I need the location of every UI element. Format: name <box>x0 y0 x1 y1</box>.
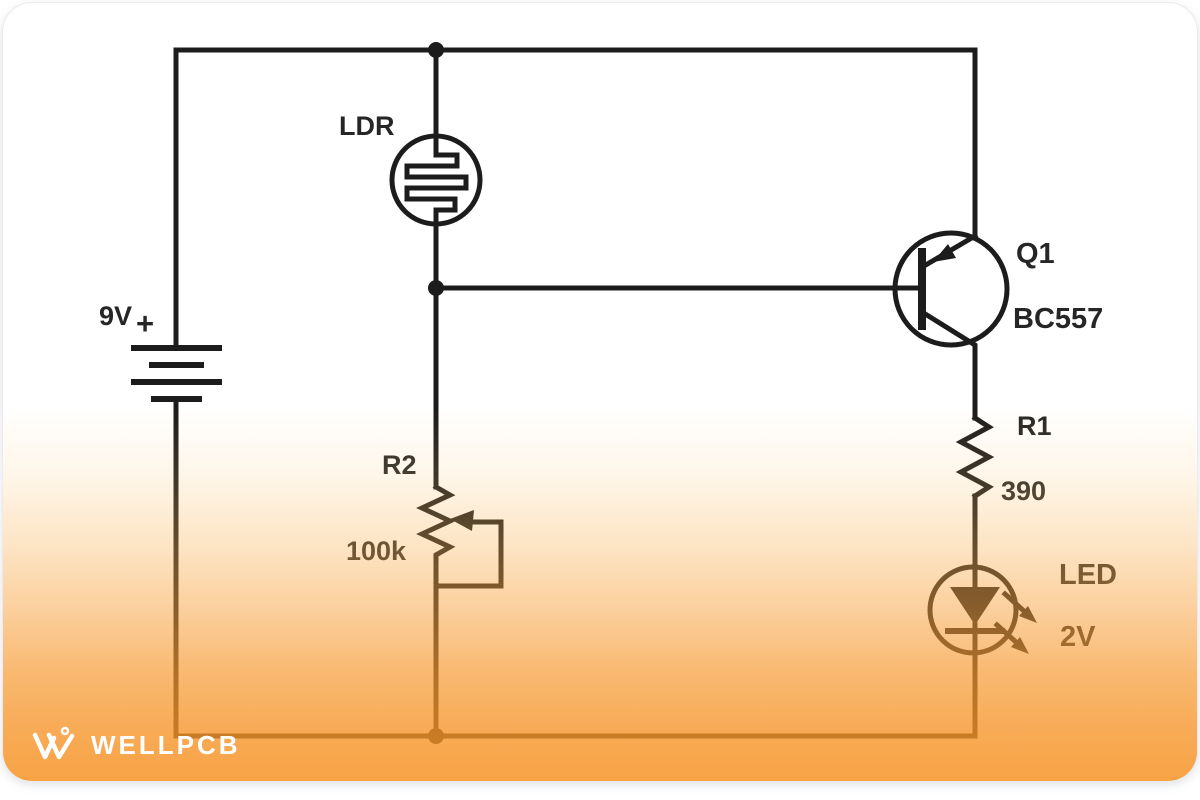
resistor-r1-symbol <box>955 414 995 500</box>
ldr-label: LDR <box>339 111 395 141</box>
led-name-label: LED <box>1059 559 1117 591</box>
r1-value-label: 390 <box>1001 476 1047 506</box>
watermark: WELLPCB <box>29 725 241 765</box>
transistor-q1-symbol <box>892 230 1010 421</box>
battery-symbol <box>131 345 222 402</box>
battery-voltage-label: 9V <box>99 301 133 331</box>
schematic-stage: 9V + LDR R2 100k Q1 BC557 R1 390 LED 2V … <box>3 3 1197 781</box>
wire-top-rail <box>173 47 978 239</box>
r1-name-label: R1 <box>1017 411 1052 441</box>
wellpcb-wordmark: WELLPCB <box>91 729 241 760</box>
circuit-drawing <box>131 42 1037 744</box>
led-symbol <box>927 564 1037 656</box>
r2-value-label: 100k <box>346 536 407 566</box>
q1-name-label: Q1 <box>1016 238 1055 270</box>
led-emission-arrows <box>993 590 1037 654</box>
q1-part-label: BC557 <box>1013 303 1104 335</box>
r2-name-label: R2 <box>382 450 417 480</box>
wire-bottom-rail <box>173 396 978 739</box>
potentiometer-r2-symbol <box>416 483 504 739</box>
ldr-symbol <box>389 133 483 227</box>
wellpcb-logo-icon <box>32 726 75 760</box>
schematic-card: 9V + LDR R2 100k Q1 BC557 R1 390 LED 2V … <box>2 2 1198 782</box>
battery-plus-sign: + <box>136 306 155 341</box>
led-voltage-label: 2V <box>1060 621 1096 653</box>
